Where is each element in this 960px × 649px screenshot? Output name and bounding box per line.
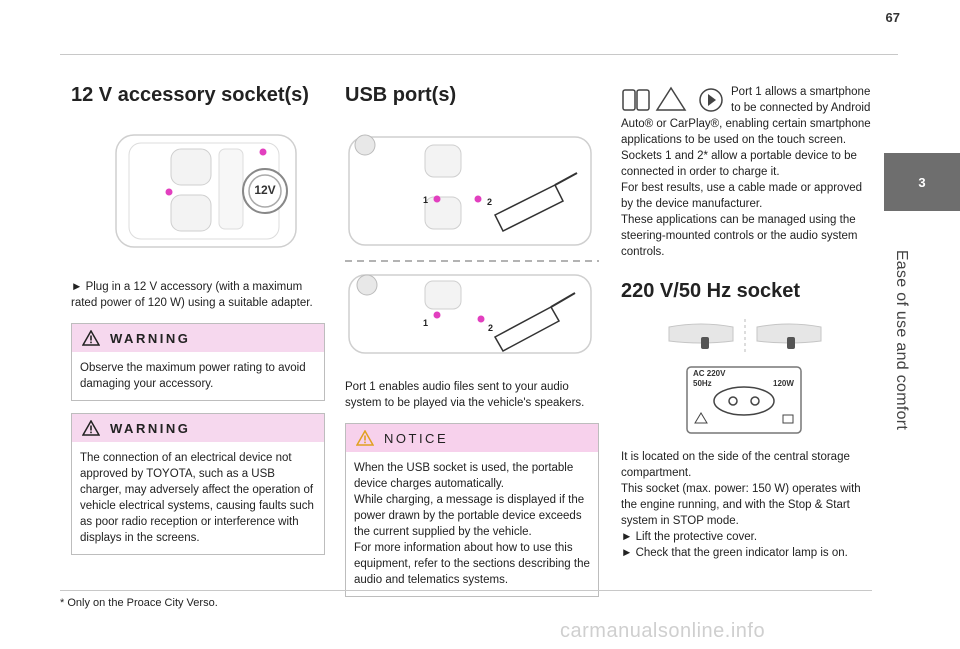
- smartphone-intro: Port 1 allows a smartphone to be connect…: [621, 84, 875, 116]
- intro-lines: Port 1 allows a smartphone to be connect…: [731, 84, 870, 116]
- usb-section: USB port(s) 1 2 1 2 Port 1 enable: [345, 84, 599, 597]
- usb-body-text: Port 1 enables audio files sent to your …: [345, 381, 585, 409]
- carplay-icon: [699, 88, 723, 112]
- chapter-tab[interactable]: 3: [884, 153, 960, 211]
- warning-text: The connection of an electrical device n…: [80, 452, 314, 544]
- socket-w-label: 120W: [773, 379, 794, 388]
- notice-text: When the USB socket is used, the portabl…: [354, 462, 590, 586]
- warning-box-devices: WARNING The connection of an electrical …: [71, 413, 325, 555]
- port-2-label: 2: [487, 197, 493, 207]
- page-number: 67: [885, 10, 900, 25]
- android-auto-icon: [655, 86, 687, 111]
- warning-triangle-icon: [82, 420, 100, 436]
- watermark: carmanualsonline.info: [560, 620, 766, 642]
- warning-triangle-icon: [82, 330, 100, 346]
- intro-line-2: to be connected by Android: [731, 102, 871, 114]
- socket-location-diagram: [668, 319, 822, 355]
- section-title-220v: 220 V/50 Hz socket: [621, 280, 800, 302]
- warning-text: Observe the maximum power rating to avoi…: [80, 362, 306, 390]
- chapter-number: 3: [918, 174, 926, 190]
- section-title-12v: 12 V accessory socket(s): [71, 84, 309, 106]
- instruction-12v: ► Plug in a 12 V accessory (with a maxim…: [71, 281, 313, 309]
- socket-location-text: It is located on the side of the central…: [621, 451, 861, 559]
- notice-box: NOTICE When the USB socket is used, the …: [345, 423, 599, 597]
- smartphone-body-text: Auto® or CarPlay®, enabling certain smar…: [621, 118, 871, 258]
- warning-label: WARNING: [110, 420, 191, 436]
- usb-car-diagrams: [345, 134, 599, 354]
- notice-header: NOTICE: [346, 424, 598, 452]
- intro-line-1: Port 1 allows a smartphone: [731, 86, 871, 98]
- section-title-usb: USB port(s): [345, 84, 457, 106]
- connectivity-icons: [622, 86, 723, 112]
- smartphone-section: Port 1 allows a smartphone to be connect…: [621, 84, 875, 561]
- socket-12v-label: 12V: [254, 183, 276, 197]
- notice-label: NOTICE: [384, 430, 449, 446]
- car-12v-figure: 12V: [71, 129, 325, 259]
- socket-figure: AC 220V 50Hz 120W: [621, 365, 875, 435]
- car-top-view-12v: [115, 134, 297, 248]
- notice-triangle-icon: [356, 430, 374, 446]
- port-1-label: 1: [423, 195, 429, 205]
- caution-icon: [694, 412, 708, 424]
- dashboard-figure: [621, 317, 875, 357]
- accessory-socket-section: 12 V accessory socket(s) 12V ► Plug in a…: [71, 84, 325, 555]
- chapter-title: Ease of use and comfort: [893, 249, 910, 431]
- port-2-label: 2: [488, 323, 494, 333]
- usb-figures: 1 2 1 2: [345, 115, 599, 355]
- socket-ac-label: AC 220V: [693, 369, 726, 378]
- warning-label: WARNING: [110, 330, 191, 346]
- warning-header: WARNING: [72, 324, 324, 352]
- port-1-label: 1: [423, 318, 429, 328]
- socket-220v-diagram: [686, 366, 802, 434]
- top-divider: [60, 54, 898, 55]
- warning-header: WARNING: [72, 414, 324, 442]
- phone-icon: [622, 89, 636, 111]
- socket-hz-label: 50Hz: [693, 379, 712, 388]
- manual-icon: [782, 414, 794, 424]
- footnote: * Only on the Proace City Verso.: [60, 597, 218, 609]
- warning-box-power: WARNING Observe the maximum power rating…: [71, 323, 325, 401]
- chapter-label: Ease of use and comfort: [886, 210, 916, 470]
- footer-divider: [60, 590, 872, 591]
